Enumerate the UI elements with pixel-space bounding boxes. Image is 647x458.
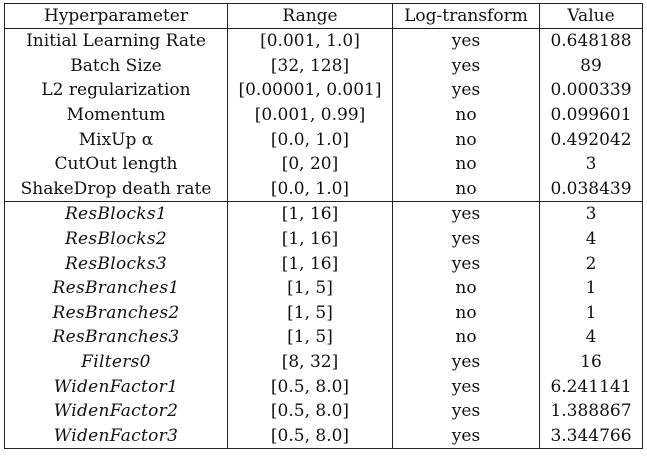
hyperparameter-table: Hyperparameter Range Log-transform Value… bbox=[4, 3, 643, 450]
range-cell: [1, 16] bbox=[227, 251, 393, 276]
hyperparameter-name: L2 regularization bbox=[4, 78, 228, 103]
table-row: ResBlocks1 [1, 16] yes 3 bbox=[4, 201, 643, 227]
value-cell: 3.344766 bbox=[539, 423, 643, 450]
log-transform-cell: no bbox=[392, 176, 540, 203]
log-transform-cell: yes bbox=[392, 398, 540, 424]
hyperparameter-name: ResBlocks1 bbox=[4, 201, 228, 227]
range-cell: [1, 16] bbox=[227, 226, 393, 252]
range-cell: [1, 5] bbox=[227, 275, 393, 301]
range-cell: [32, 128] bbox=[227, 53, 393, 79]
range-cell: [0.0, 1.0] bbox=[227, 176, 393, 203]
hyperparameter-name: Momentum bbox=[4, 102, 228, 128]
range-cell: [0, 20] bbox=[227, 151, 393, 177]
log-transform-cell: no bbox=[392, 151, 540, 177]
value-cell: 3 bbox=[539, 151, 643, 177]
value-cell: 4 bbox=[539, 325, 643, 350]
range-cell: [1, 5] bbox=[227, 300, 393, 326]
header-log-transform: Log-transform bbox=[392, 3, 540, 29]
table-row: ShakeDrop death rate [0.0, 1.0] no 0.038… bbox=[4, 176, 643, 203]
log-transform-cell: yes bbox=[392, 423, 540, 450]
log-transform-cell: no bbox=[392, 325, 540, 350]
hyperparameter-name: ShakeDrop death rate bbox=[4, 176, 228, 203]
log-transform-cell: yes bbox=[392, 374, 540, 399]
hyperparameter-name: ResBranches1 bbox=[4, 275, 228, 301]
log-transform-cell: no bbox=[392, 275, 540, 301]
range-cell: [0.5, 8.0] bbox=[227, 398, 393, 424]
table-row: ResBlocks3 [1, 16] yes 2 bbox=[4, 251, 643, 276]
hyperparameter-name: Filters0 bbox=[4, 349, 228, 375]
table-row: ResBranches3 [1, 5] no 4 bbox=[4, 325, 643, 350]
log-transform-cell: no bbox=[392, 127, 540, 152]
hyperparameter-name: Initial Learning Rate bbox=[4, 28, 228, 54]
log-transform-cell: no bbox=[392, 300, 540, 326]
log-transform-cell: yes bbox=[392, 78, 540, 103]
log-transform-cell: yes bbox=[392, 226, 540, 252]
value-cell: 0.648188 bbox=[539, 28, 643, 54]
value-cell: 0.000339 bbox=[539, 78, 643, 103]
table-row: CutOut length [0, 20] no 3 bbox=[4, 151, 643, 177]
value-cell: 6.241141 bbox=[539, 374, 643, 399]
hyperparameter-name: Batch Size bbox=[4, 53, 228, 79]
table-row: ResBlocks2 [1, 16] yes 4 bbox=[4, 226, 643, 252]
value-cell: 89 bbox=[539, 53, 643, 79]
hyperparameter-name: WidenFactor2 bbox=[4, 398, 228, 424]
header-value: Value bbox=[539, 3, 643, 29]
table-row: Filters0 [8, 32] yes 16 bbox=[4, 349, 643, 375]
table-row: L2 regularization [0.00001, 0.001] yes 0… bbox=[4, 78, 643, 103]
table-row: ResBranches1 [1, 5] no 1 bbox=[4, 275, 643, 301]
range-cell: [0.00001, 0.001] bbox=[227, 78, 393, 103]
range-cell: [0.001, 1.0] bbox=[227, 28, 393, 54]
hyperparameter-name: WidenFactor1 bbox=[4, 374, 228, 399]
log-transform-cell: yes bbox=[392, 28, 540, 54]
hyperparameter-name: WidenFactor3 bbox=[4, 423, 228, 450]
hyperparameter-name: MixUp α bbox=[4, 127, 228, 152]
value-cell: 1 bbox=[539, 275, 643, 301]
hyperparameter-name: ResBranches2 bbox=[4, 300, 228, 326]
range-cell: [8, 32] bbox=[227, 349, 393, 375]
value-cell: 2 bbox=[539, 251, 643, 276]
hyperparameter-name: ResBranches3 bbox=[4, 325, 228, 350]
value-cell: 0.492042 bbox=[539, 127, 643, 152]
value-cell: 16 bbox=[539, 349, 643, 375]
table-row: Initial Learning Rate [0.001, 1.0] yes 0… bbox=[4, 28, 643, 54]
range-cell: [0.0, 1.0] bbox=[227, 127, 393, 152]
value-cell: 3 bbox=[539, 201, 643, 227]
value-cell: 0.099601 bbox=[539, 102, 643, 128]
table-row: ResBranches2 [1, 5] no 1 bbox=[4, 300, 643, 326]
header-hyperparameter: Hyperparameter bbox=[4, 3, 228, 29]
table-row: Batch Size [32, 128] yes 89 bbox=[4, 53, 643, 79]
value-cell: 0.038439 bbox=[539, 176, 643, 203]
log-transform-cell: yes bbox=[392, 53, 540, 79]
hyperparameter-name: CutOut length bbox=[4, 151, 228, 177]
table-row: WidenFactor3 [0.5, 8.0] yes 3.344766 bbox=[4, 423, 643, 450]
value-cell: 1.388867 bbox=[539, 398, 643, 424]
table-header-row: Hyperparameter Range Log-transform Value bbox=[4, 3, 643, 29]
hyperparameter-name: ResBlocks2 bbox=[4, 226, 228, 252]
range-cell: [0.5, 8.0] bbox=[227, 374, 393, 399]
range-cell: [1, 16] bbox=[227, 201, 393, 227]
range-cell: [0.001, 0.99] bbox=[227, 102, 393, 128]
table-row: MixUp α [0.0, 1.0] no 0.492042 bbox=[4, 127, 643, 152]
hyperparameter-name: ResBlocks3 bbox=[4, 251, 228, 276]
log-transform-cell: no bbox=[392, 102, 540, 128]
header-range: Range bbox=[227, 3, 393, 29]
table-row: Momentum [0.001, 0.99] no 0.099601 bbox=[4, 102, 643, 128]
table-row: WidenFactor1 [0.5, 8.0] yes 6.241141 bbox=[4, 374, 643, 399]
range-cell: [0.5, 8.0] bbox=[227, 423, 393, 450]
log-transform-cell: yes bbox=[392, 349, 540, 375]
value-cell: 4 bbox=[539, 226, 643, 252]
log-transform-cell: yes bbox=[392, 251, 540, 276]
log-transform-cell: yes bbox=[392, 201, 540, 227]
range-cell: [1, 5] bbox=[227, 325, 393, 350]
table-row: WidenFactor2 [0.5, 8.0] yes 1.388867 bbox=[4, 398, 643, 424]
value-cell: 1 bbox=[539, 300, 643, 326]
hyperparameter-table-container: Hyperparameter Range Log-transform Value… bbox=[4, 3, 643, 450]
